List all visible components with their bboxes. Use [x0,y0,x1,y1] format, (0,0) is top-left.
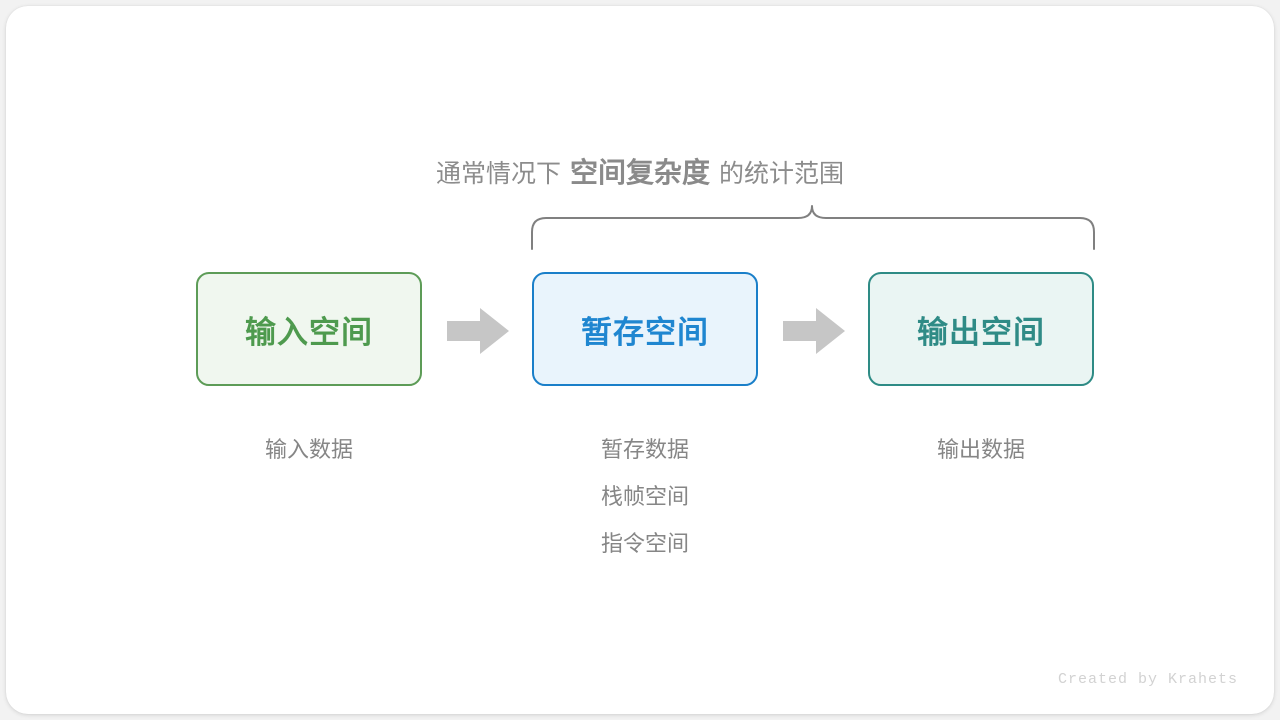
sublabels-output: 输出数据 [868,426,1094,473]
arrow-right-icon [783,308,845,354]
credit-text: Created by Krahets [1057,671,1238,688]
sublabel-item: 输入数据 [264,437,353,462]
diagram-card: 通常情况下空间复杂度的统计范围 输入空间 暂存空间 输出空间 输入数据 暂存数据 [6,6,1274,714]
sublabels-input: 输入数据 [196,426,422,473]
scope-brace-icon [531,205,1095,250]
box-output-space[interactable]: 输出空间 [868,272,1094,386]
caption-suffix: 的统计范围 [719,160,845,188]
diagram-caption: 通常情况下空间复杂度的统计范围 [6,154,1274,193]
box-input-space-label: 输入空间 [245,314,373,350]
sublabel-item: 指令空间 [600,531,689,556]
caption-emphasis: 空间复杂度 [569,157,710,188]
box-temp-space-label: 暂存空间 [581,314,709,350]
box-input-space[interactable]: 输入空间 [196,272,422,386]
arrow-right-icon [447,308,509,354]
sublabels-temp: 暂存数据 栈帧空间 指令空间 [532,426,758,567]
box-temp-space[interactable]: 暂存空间 [532,272,758,386]
box-output-space-label: 输出空间 [917,314,1045,350]
sublabel-item: 栈帧空间 [600,484,689,509]
sublabel-item: 暂存数据 [600,437,689,462]
caption-prefix: 通常情况下 [435,160,561,188]
sublabel-item: 输出数据 [936,437,1025,462]
